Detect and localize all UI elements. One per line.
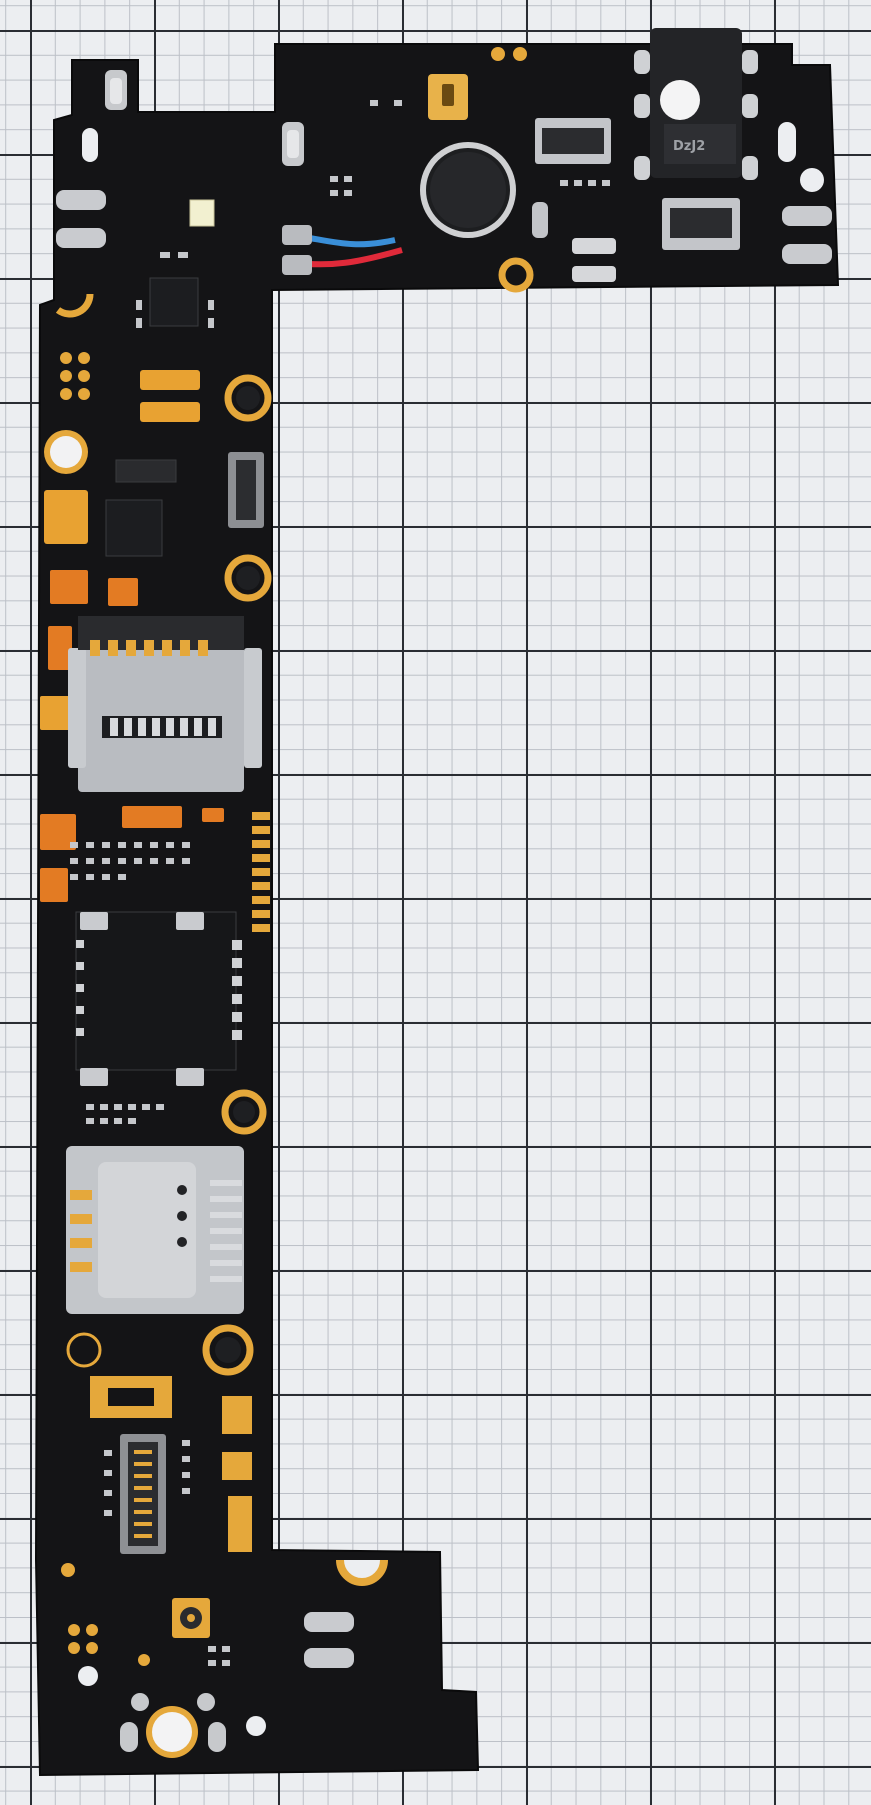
btb-connector-bottom [120,1434,166,1554]
lower-gold-pads [90,1376,252,1552]
screw-holes [66,257,534,1376]
battery-contacts-right [782,206,832,264]
sim-card-slot [66,1146,244,1314]
rf-antenna-connector [172,1598,210,1638]
ic-chips [75,277,237,1071]
vibration-motor [420,142,516,238]
microsd-card-slot [68,616,262,792]
battery-contacts-left [56,190,106,248]
screw-hole-centers [215,386,260,1363]
flash-led [189,199,215,227]
copper-pads [40,490,224,902]
chip-marking: DzJ2 [673,139,705,154]
antenna-spring-contacts [304,1612,354,1668]
spring-contact-top-mid [282,122,304,166]
tantalum-capacitors [140,370,200,422]
smd-components [70,100,610,1666]
button-switch [572,238,616,282]
notch-bottom [336,1559,388,1586]
notch-left [55,293,94,318]
bottom-button-pad [120,1693,226,1758]
chip-side-pads [76,940,242,1040]
gold-test-pads [60,47,527,1666]
bottom-holes [78,1666,266,1736]
crystal [532,202,548,238]
audio-jack: DzJ2 [650,28,742,178]
mounting-slot [82,128,98,162]
mounting-slot [778,122,796,162]
motor-wires [282,225,403,275]
btb-connector-mid [228,452,264,528]
edge-contact-strip [252,812,270,932]
chip-corner-pads [80,912,204,1086]
jack-pins [634,50,758,180]
round-contact-pad [44,430,88,474]
mounting-hole [800,168,824,192]
microphone [428,74,468,120]
fpc-connector-top [535,118,611,164]
fpc-connector-right [662,198,740,250]
spring-contact-top-left [105,70,127,110]
